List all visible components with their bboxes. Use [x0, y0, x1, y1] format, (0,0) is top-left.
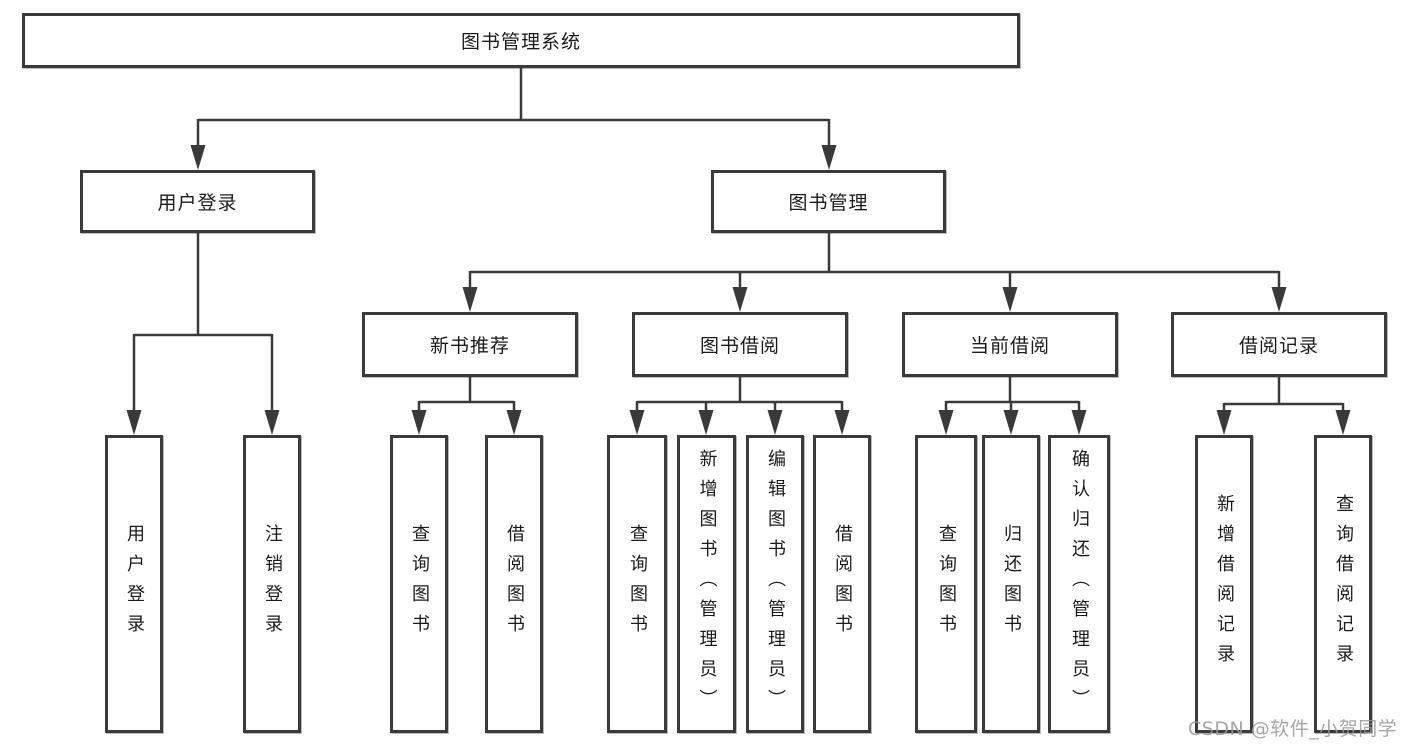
- node-borrow-records: 借阅记录: [1171, 312, 1387, 377]
- csdn-watermark: CSDN @软件_小贺同学: [1188, 718, 1398, 740]
- leaf-borrow-book: 借阅图书: [813, 435, 871, 733]
- leaf-query-borrow-record: 查询借阅记录: [1314, 435, 1372, 733]
- node-book-borrow: 图书借阅: [632, 312, 848, 377]
- node-current-borrow: 当前借阅: [902, 312, 1118, 377]
- leaf-label: 查询图书: [409, 524, 430, 644]
- arrowheads: [126, 145, 1351, 435]
- leaf-user-login: 用户登录: [105, 435, 163, 733]
- leaf-label: 查询图书: [627, 524, 648, 644]
- node-book-management: 图书管理: [711, 170, 946, 233]
- leaf-borrow-book-recommend: 借阅图书: [485, 435, 543, 733]
- leaf-logout: 注销登录: [243, 435, 301, 733]
- leaf-query-book-recommend: 查询图书: [390, 435, 448, 733]
- leaf-label: 借阅图书: [832, 524, 853, 644]
- leaf-add-book-admin: 新增图书（管理员）: [677, 435, 736, 733]
- leaf-query-book-borrow: 查询图书: [607, 435, 667, 733]
- leaf-edit-book-admin: 编辑图书（管理员）: [746, 435, 804, 733]
- leaf-label: 新增借阅记录: [1214, 494, 1235, 674]
- leaf-add-borrow-record: 新增借阅记录: [1195, 435, 1253, 733]
- leaf-label: 用户登录: [124, 524, 145, 644]
- node-user-login-branch: 用户登录: [80, 170, 315, 233]
- leaf-query-book-current: 查询图书: [915, 435, 977, 733]
- leaf-label: 注销登录: [262, 524, 283, 644]
- leaf-label: 编辑图书（管理员）: [765, 449, 786, 719]
- leaf-label: 查询借阅记录: [1333, 494, 1354, 674]
- leaf-return-book: 归还图书: [982, 435, 1040, 733]
- leaf-confirm-return-admin: 确认归还（管理员）: [1048, 435, 1110, 733]
- leaf-label: 借阅图书: [504, 524, 525, 644]
- leaf-label: 归还图书: [1001, 524, 1022, 644]
- leaf-label: 查询图书: [936, 524, 957, 644]
- node-root: 图书管理系统: [22, 13, 1020, 68]
- leaf-label: 新增图书（管理员）: [696, 449, 718, 719]
- leaf-label: 确认归还（管理员）: [1069, 449, 1090, 719]
- node-new-book-recommend: 新书推荐: [362, 312, 578, 377]
